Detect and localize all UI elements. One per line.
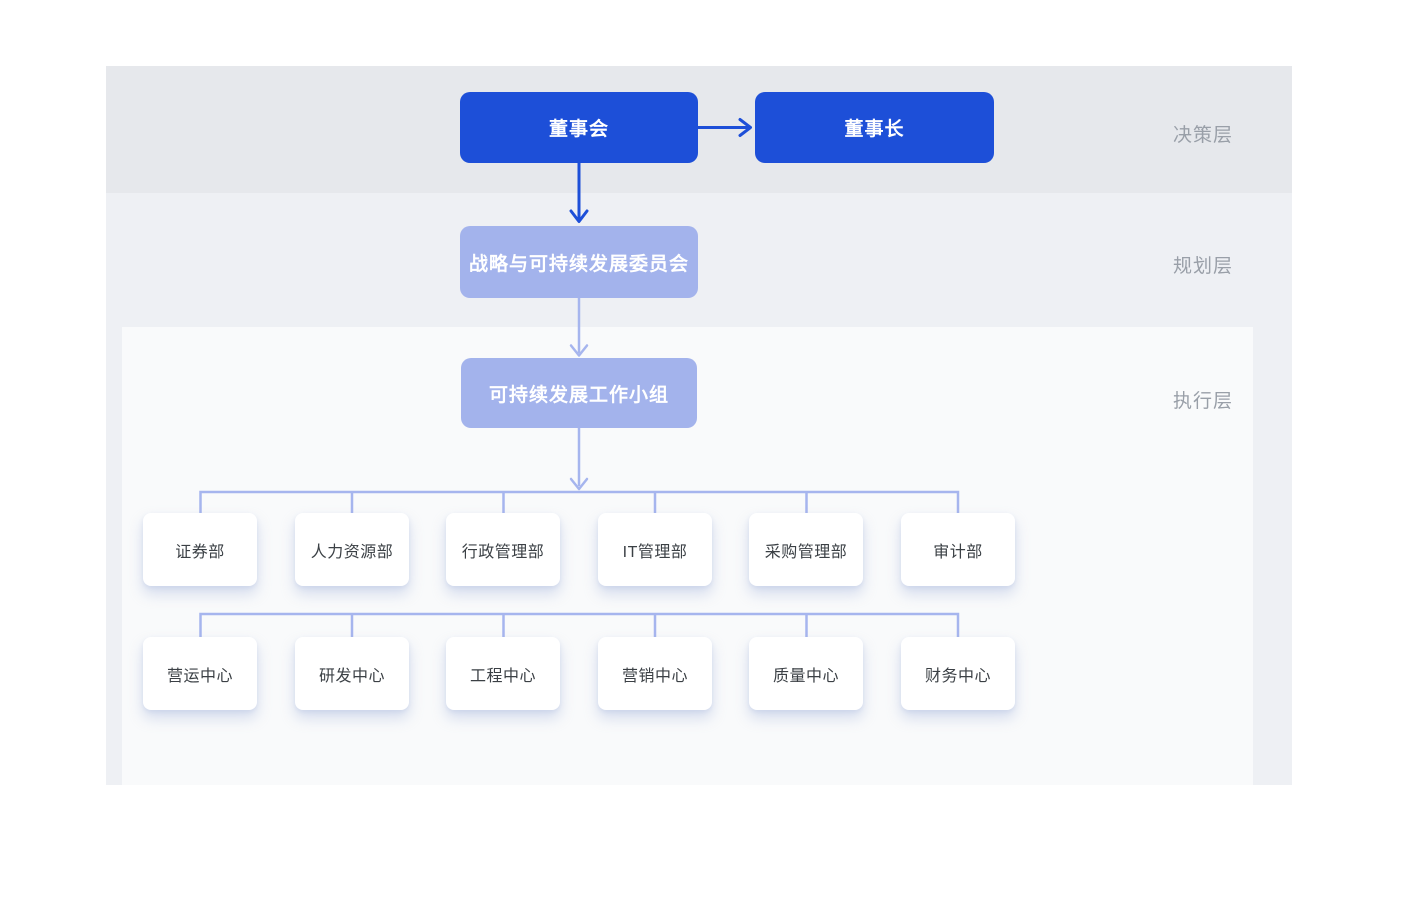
node-chairman: 董事长 <box>755 92 994 163</box>
node-workgroup: 可持续发展工作小组 <box>461 358 697 428</box>
center-node: 质量中心 <box>749 637 863 710</box>
layer-label-decision: 决策层 <box>1172 125 1233 146</box>
center-node: 工程中心 <box>446 637 560 710</box>
layer-label-planning: 规划层 <box>1172 256 1233 277</box>
node-board: 董事会 <box>460 92 698 163</box>
department-node: 审计部 <box>901 513 1015 586</box>
department-node: 证券部 <box>143 513 257 586</box>
center-node: 营运中心 <box>143 637 257 710</box>
center-node: 财务中心 <box>901 637 1015 710</box>
department-node: 行政管理部 <box>446 513 560 586</box>
department-node: IT管理部 <box>598 513 712 586</box>
center-node: 研发中心 <box>295 637 409 710</box>
decision-layer-band <box>106 66 1292 193</box>
department-node: 采购管理部 <box>749 513 863 586</box>
layer-label-execution: 执行层 <box>1172 391 1233 412</box>
center-node: 营销中心 <box>598 637 712 710</box>
node-committee: 战略与可持续发展委员会 <box>460 226 698 298</box>
department-node: 人力资源部 <box>295 513 409 586</box>
